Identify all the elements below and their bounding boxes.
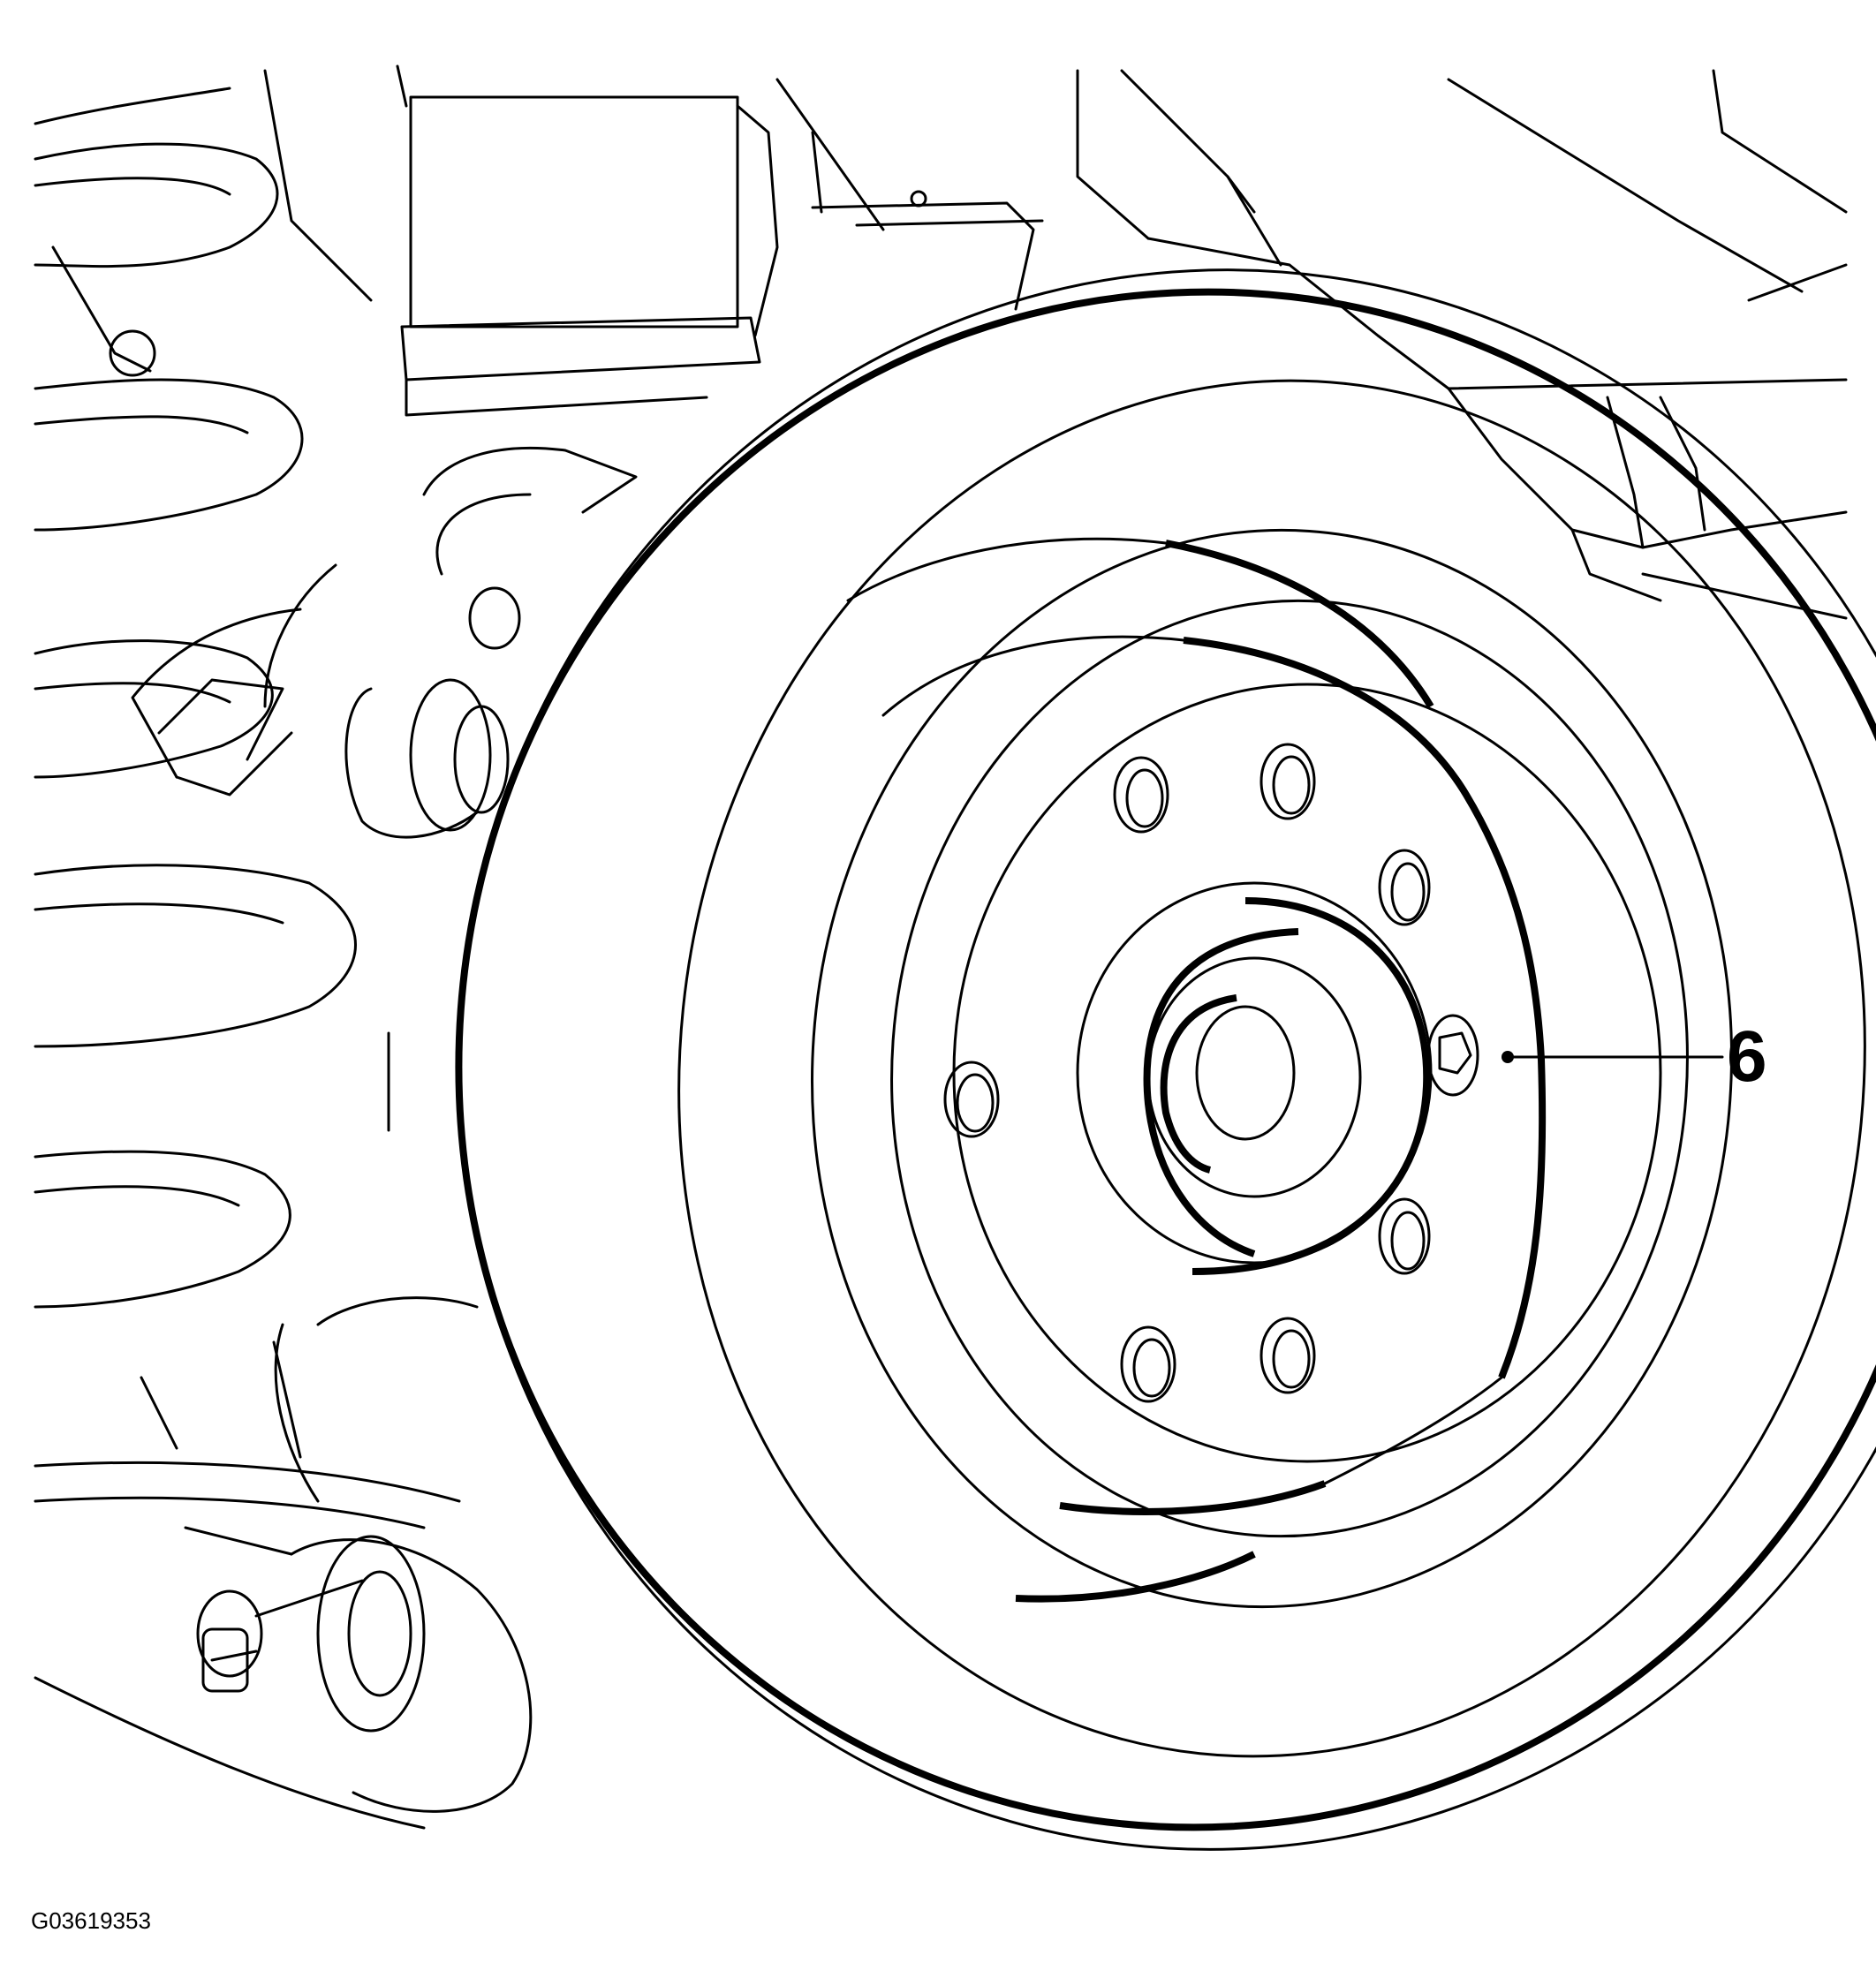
bolt-hole <box>1378 849 1431 926</box>
bolt-hole <box>1113 756 1169 834</box>
bolt-hole <box>1378 1197 1431 1275</box>
callout-number: 6 <box>1727 1016 1767 1097</box>
brake-disc <box>455 268 1876 1851</box>
suspension-background <box>34 64 1848 1830</box>
figure-code: G03619353 <box>31 1907 151 1934</box>
bolt-hole <box>1259 743 1316 820</box>
wheel-hub <box>1076 881 1433 1275</box>
callout-6-leader <box>1502 1051 1724 1063</box>
bolt-hole <box>1259 1317 1316 1394</box>
bolt-hole <box>943 1061 1000 1138</box>
bolt-hole <box>1120 1325 1176 1403</box>
retaining-screw <box>1426 1014 1479 1097</box>
bolt-holes <box>943 743 1479 1403</box>
